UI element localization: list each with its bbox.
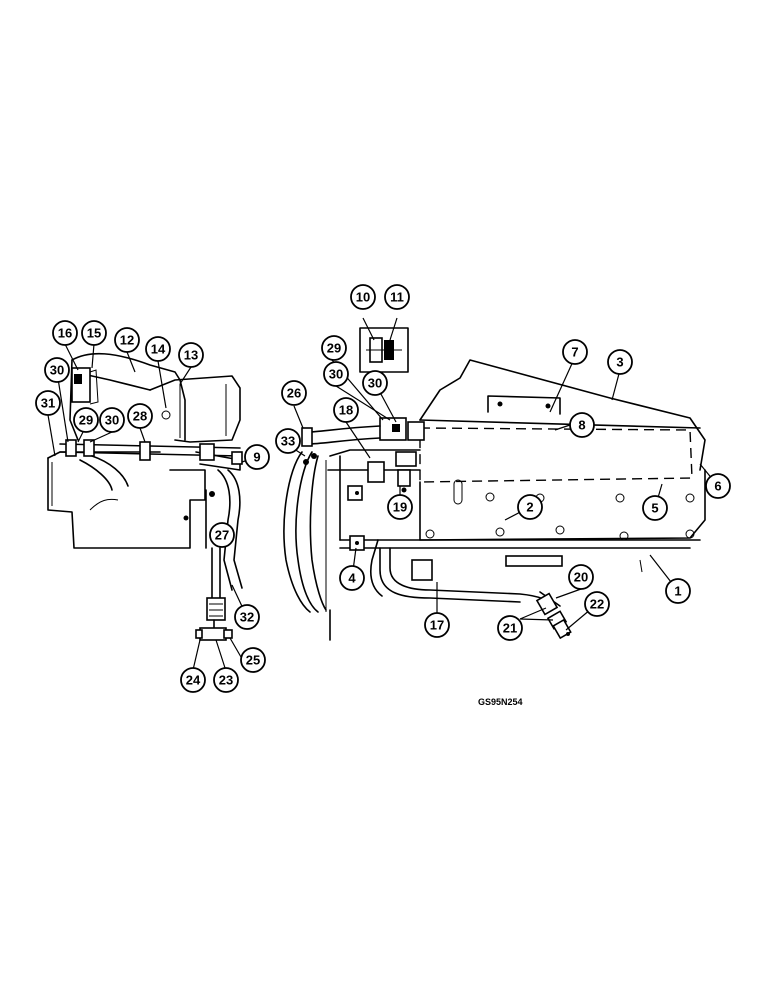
callout-18: 18 [333, 397, 359, 423]
svg-text:32: 32 [240, 610, 254, 625]
svg-text:33: 33 [281, 434, 295, 449]
svg-text:1: 1 [674, 584, 681, 599]
callout-30-far-left: 30 [44, 357, 70, 383]
svg-text:9: 9 [253, 450, 260, 465]
callout-10: 10 [350, 284, 376, 310]
inset-detail-box [359, 327, 409, 373]
svg-text:5: 5 [651, 501, 658, 516]
svg-text:11: 11 [390, 290, 404, 305]
callout-23: 23 [213, 667, 239, 693]
svg-text:20: 20 [574, 570, 588, 585]
svg-text:30: 30 [368, 376, 382, 391]
svg-text:16: 16 [58, 326, 72, 341]
callout-11: 11 [384, 284, 410, 310]
svg-text:3: 3 [616, 355, 623, 370]
callout-25: 25 [240, 647, 266, 673]
callout-21: 21 [497, 615, 523, 641]
svg-text:31: 31 [41, 396, 55, 411]
callout-17: 17 [424, 612, 450, 638]
right-assembly-drawing [283, 359, 706, 641]
svg-text:14: 14 [151, 342, 166, 357]
callout-29-right: 29 [321, 335, 347, 361]
svg-text:7: 7 [571, 345, 578, 360]
svg-text:12: 12 [120, 333, 134, 348]
svg-text:21: 21 [503, 621, 517, 636]
figure-code: GS95N254 [478, 697, 523, 707]
callout-4: 4 [339, 565, 365, 591]
callout-30-right: 30 [362, 370, 388, 396]
svg-text:19: 19 [393, 500, 407, 515]
callout-15: 15 [81, 320, 107, 346]
callout-7: 7 [562, 339, 588, 365]
svg-text:28: 28 [133, 409, 147, 424]
callout-31: 31 [35, 390, 61, 416]
callout-16: 16 [52, 320, 78, 346]
svg-text:6: 6 [714, 479, 721, 494]
svg-text:27: 27 [215, 528, 229, 543]
callout-13: 13 [178, 342, 204, 368]
svg-text:30: 30 [105, 413, 119, 428]
callout-26: 26 [281, 380, 307, 406]
svg-text:24: 24 [186, 673, 201, 688]
callout-14: 14 [145, 336, 171, 362]
callout-24: 24 [180, 667, 206, 693]
callout-22: 22 [584, 591, 610, 617]
callout-19: 19 [387, 494, 413, 520]
callout-28: 28 [127, 403, 153, 429]
callout-6: 6 [705, 473, 731, 499]
svg-text:30: 30 [50, 363, 64, 378]
svg-text:17: 17 [430, 618, 444, 633]
svg-text:29: 29 [79, 413, 93, 428]
svg-text:22: 22 [590, 597, 604, 612]
svg-text:10: 10 [356, 290, 370, 305]
callout-30-center: 30 [323, 361, 349, 387]
callout-1: 1 [665, 578, 691, 604]
callout-27: 27 [209, 522, 235, 548]
callout-5: 5 [642, 495, 668, 521]
callout-2: 2 [517, 494, 543, 520]
svg-text:18: 18 [339, 403, 353, 418]
svg-text:30: 30 [329, 367, 343, 382]
callout-30-left: 30 [99, 407, 125, 433]
callout-29-left: 29 [73, 407, 99, 433]
svg-text:2: 2 [526, 500, 533, 515]
callout-9: 9 [244, 444, 270, 470]
left-assembly-drawing [47, 352, 243, 641]
svg-text:15: 15 [87, 326, 101, 341]
svg-text:26: 26 [287, 386, 301, 401]
callout-12: 12 [114, 327, 140, 353]
svg-text:13: 13 [184, 348, 198, 363]
svg-text:8: 8 [578, 418, 585, 433]
svg-text:29: 29 [327, 341, 341, 356]
callout-3: 3 [607, 349, 633, 375]
svg-text:23: 23 [219, 673, 233, 688]
callout-20: 20 [568, 564, 594, 590]
callout-33: 33 [275, 428, 301, 454]
callout-8: 8 [569, 412, 595, 438]
svg-text:25: 25 [246, 653, 260, 668]
callout-32: 32 [234, 604, 260, 630]
svg-text:4: 4 [348, 571, 356, 586]
